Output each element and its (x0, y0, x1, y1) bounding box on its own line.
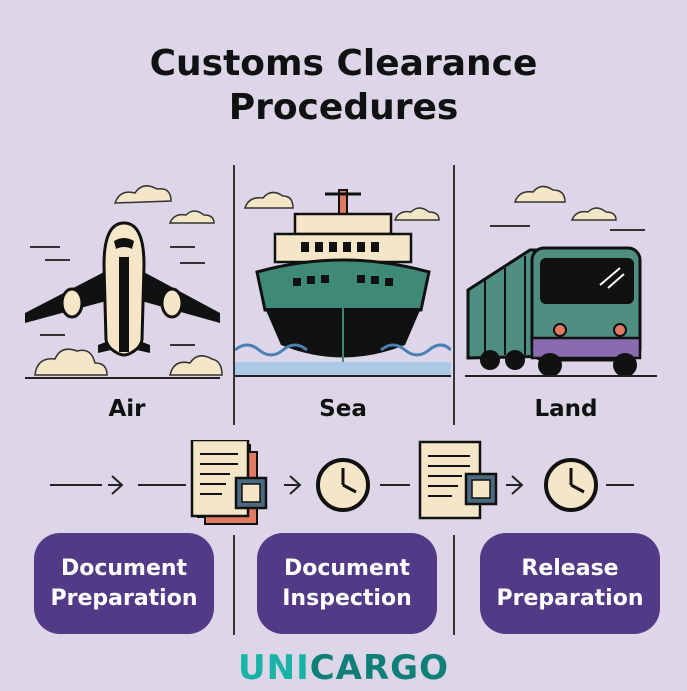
airplane-icon (25, 185, 223, 379)
mode-label-sea: Sea (319, 396, 367, 422)
ship-icon (235, 189, 451, 377)
divider-right-lower (453, 535, 455, 635)
divider-left (233, 165, 235, 425)
clock-icon (544, 458, 598, 512)
divider-right (453, 165, 455, 425)
clock-icon (316, 458, 370, 512)
divider-left-lower (233, 535, 235, 635)
arrow-icon (511, 475, 524, 495)
mode-label-land: Land (534, 396, 598, 422)
document-icon (418, 440, 498, 520)
step-label: Release Preparation (496, 555, 644, 611)
truck-icon (465, 185, 657, 377)
step-label: Document Preparation (50, 555, 198, 611)
step-label: Document Inspection (282, 555, 412, 611)
step-release-preparation[interactable]: Release Preparation (480, 533, 660, 634)
arrow-icon (289, 475, 302, 495)
logo-part-uni: UNI (238, 648, 310, 688)
step-document-inspection[interactable]: Document Inspection (257, 533, 437, 634)
page-title: Customs Clearance Procedures (149, 43, 538, 128)
arrow-icon (111, 475, 124, 495)
process-flow (50, 440, 634, 525)
step-document-preparation[interactable]: Document Preparation (34, 533, 214, 634)
logo-part-cargo: CARGO (309, 648, 449, 688)
document-icon (190, 440, 268, 525)
unicargo-logo: UNICARGO (0, 648, 687, 688)
mode-label-air: Air (108, 396, 146, 422)
